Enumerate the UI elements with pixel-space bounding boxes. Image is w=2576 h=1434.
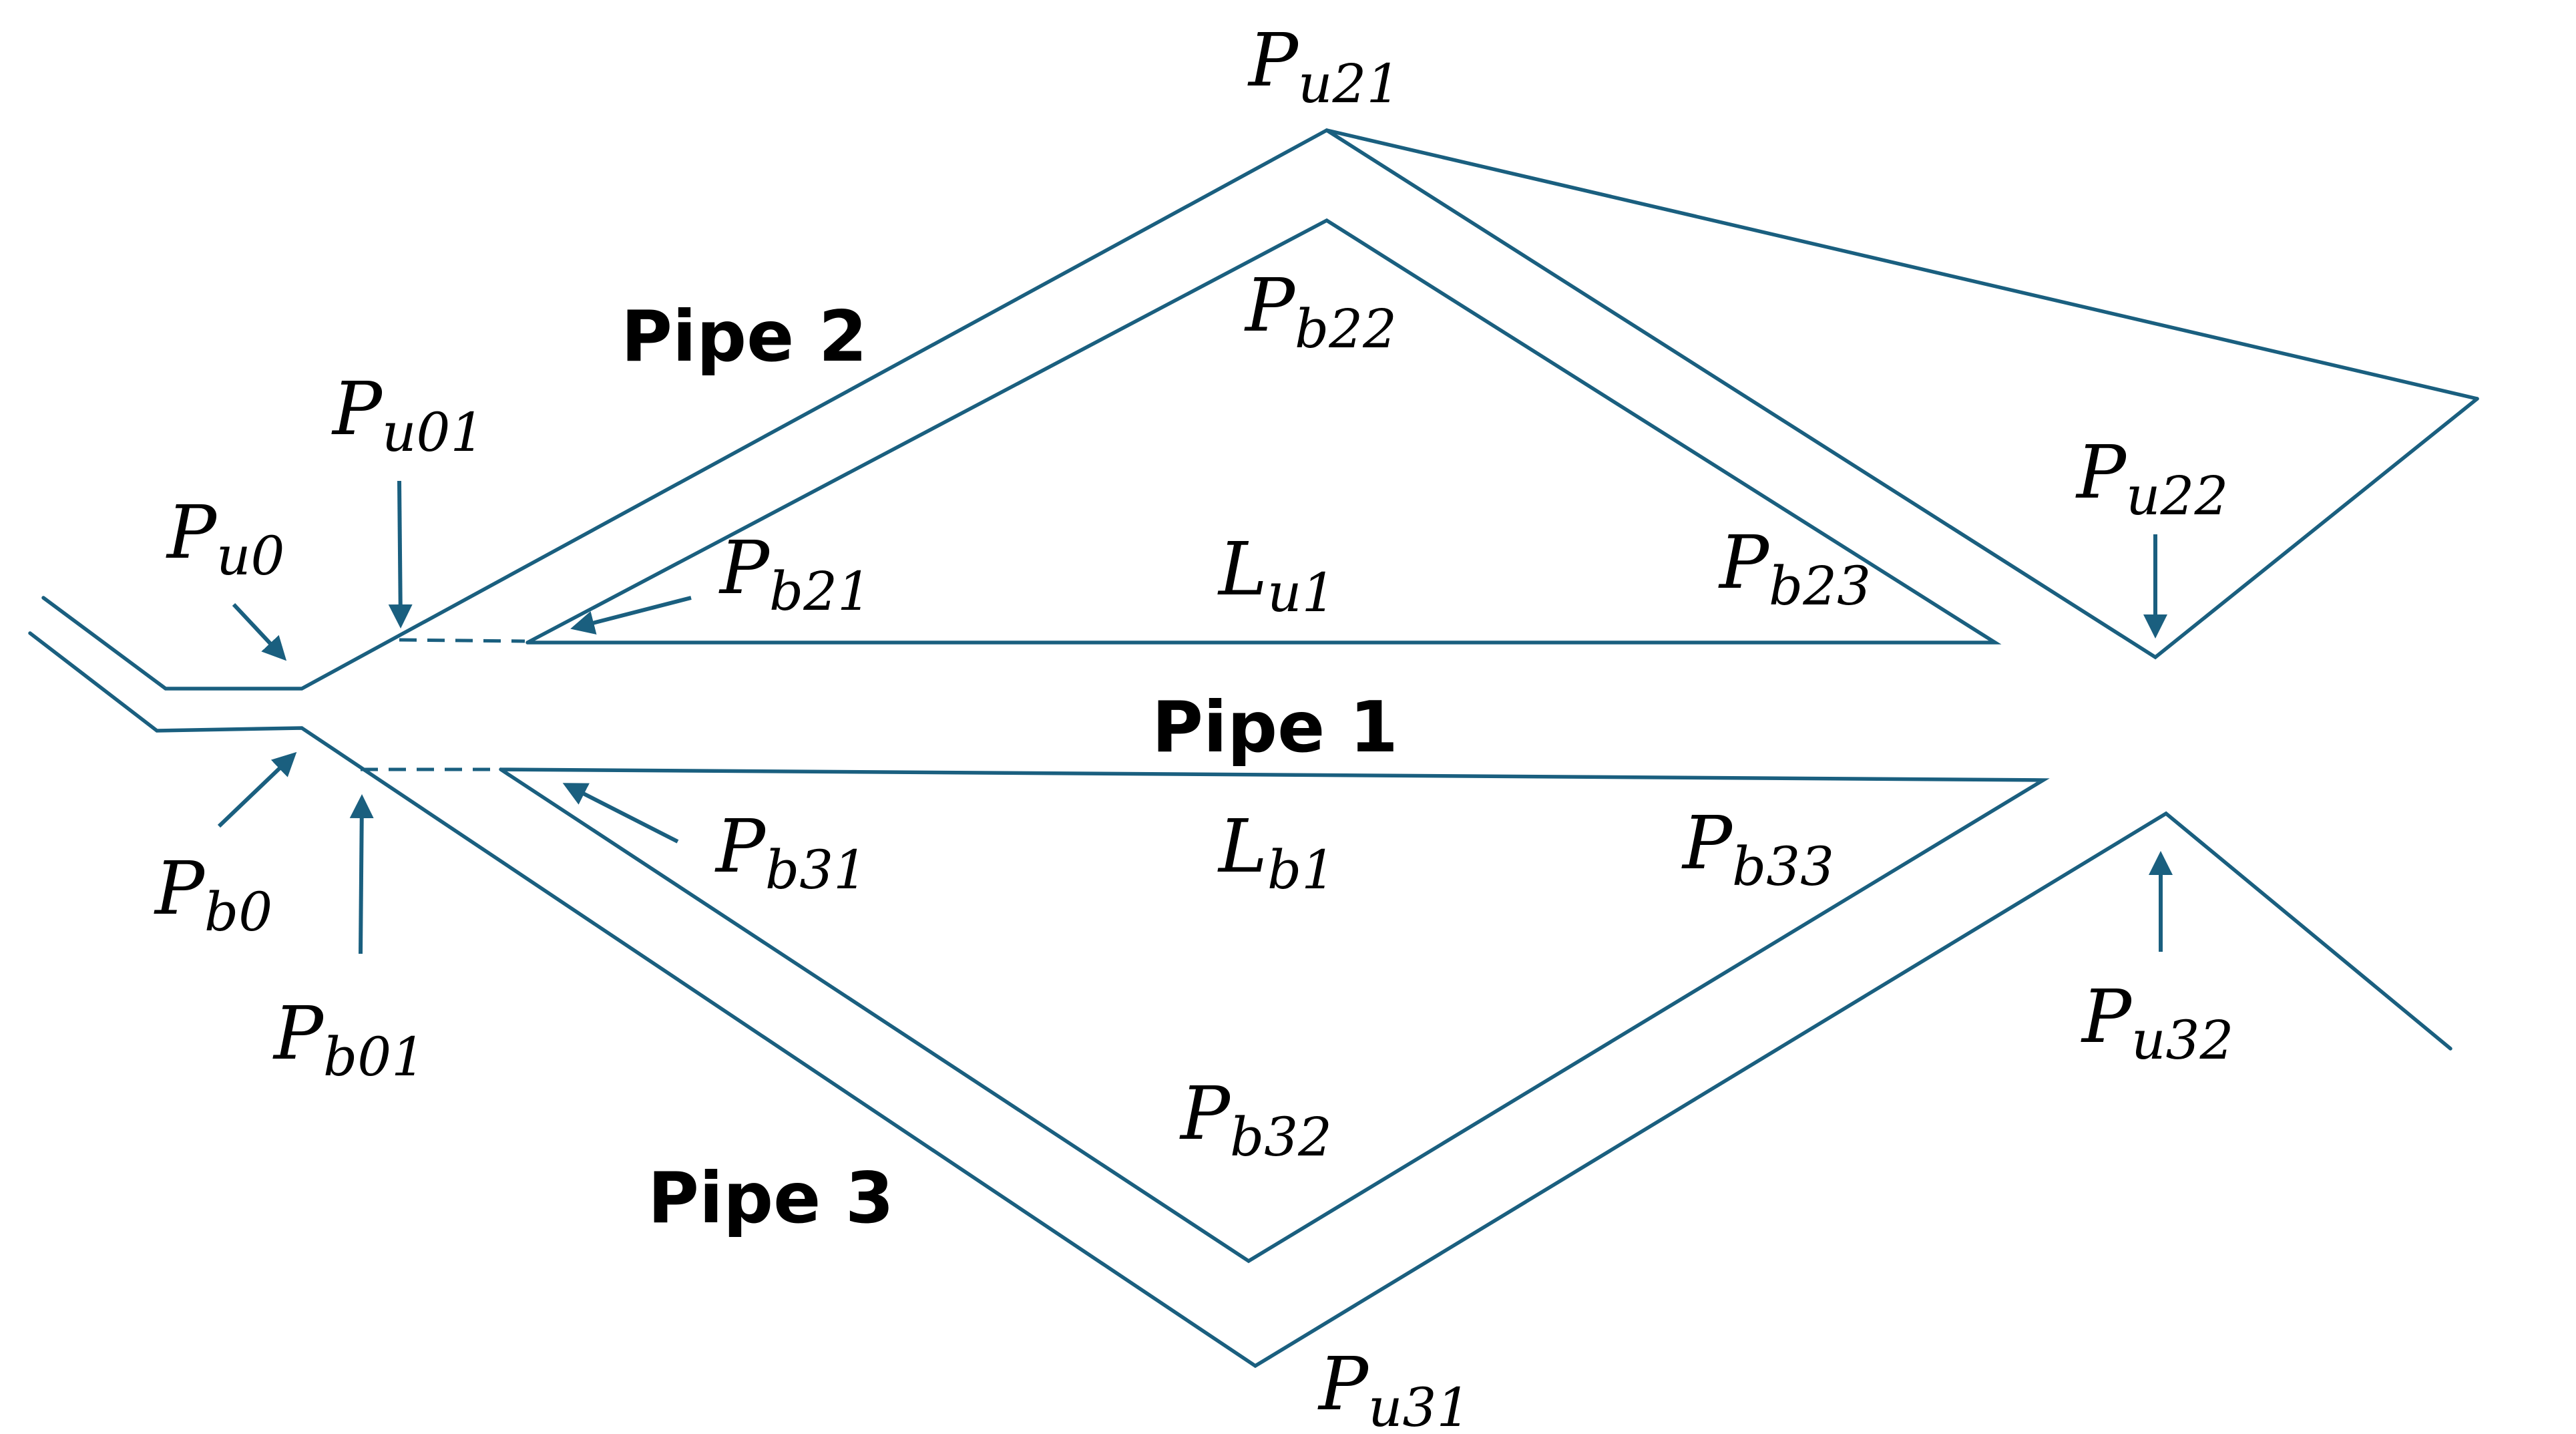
upper-island-wall [525, 218, 2002, 645]
inlet-lower-wall-and-pipe3-outer-wall [28, 631, 2452, 1369]
pipe1-label: Pipe 1 [1152, 687, 1398, 768]
lb1-label: Lb1 [1217, 803, 1335, 901]
pipe3-label: Pipe 3 [648, 1157, 894, 1239]
pipe-walls [28, 128, 2479, 1369]
pu32-label: Pu32 [2081, 974, 2233, 1071]
pipe2-outlet-wall [1325, 128, 2479, 660]
pb21-arrow [570, 596, 692, 635]
pu31-label: Pu31 [1317, 1341, 1470, 1434]
pb31-label: Pb31 [714, 803, 867, 901]
pb23-label: Pb23 [1718, 520, 1871, 617]
pb0-label: Pb0 [154, 846, 272, 943]
pb22-label: Pb22 [1244, 262, 1397, 360]
pu22-label: Pu22 [2075, 429, 2228, 527]
pu0-label: Pu0 [166, 490, 284, 587]
variable-labels: Pu0 Pu01 Pb0 Pb01 Pu21 Pb22 Pb21 Lu1 Pb2… [154, 17, 2233, 1434]
pb21-label: Pb21 [718, 525, 871, 622]
pipe2-label: Pipe 2 [621, 296, 867, 377]
pb33-label: Pb33 [1681, 800, 1834, 898]
pu01-arrow [388, 480, 413, 629]
pipe-names: Pipe 2 Pipe 1 Pipe 3 [621, 296, 1398, 1239]
pb31-arrow [562, 783, 679, 844]
pb01-arrow [349, 794, 374, 954]
inlet-upper-wall-and-pipe2-outer-wall [41, 128, 2479, 691]
pu01-label: Pu01 [331, 366, 484, 464]
lower-island-wall [499, 767, 2050, 1264]
lu1-label: Lu1 [1217, 526, 1335, 624]
pb32-label: Pb32 [1179, 1071, 1332, 1168]
pb0-arrow [217, 751, 297, 828]
pu21-label: Pu21 [1247, 17, 1400, 115]
pointer-arrows [217, 480, 2173, 954]
pb01-label: Pb01 [272, 991, 425, 1088]
upper-junction-dashed-line [399, 638, 525, 643]
pu0-arrow [232, 602, 287, 661]
